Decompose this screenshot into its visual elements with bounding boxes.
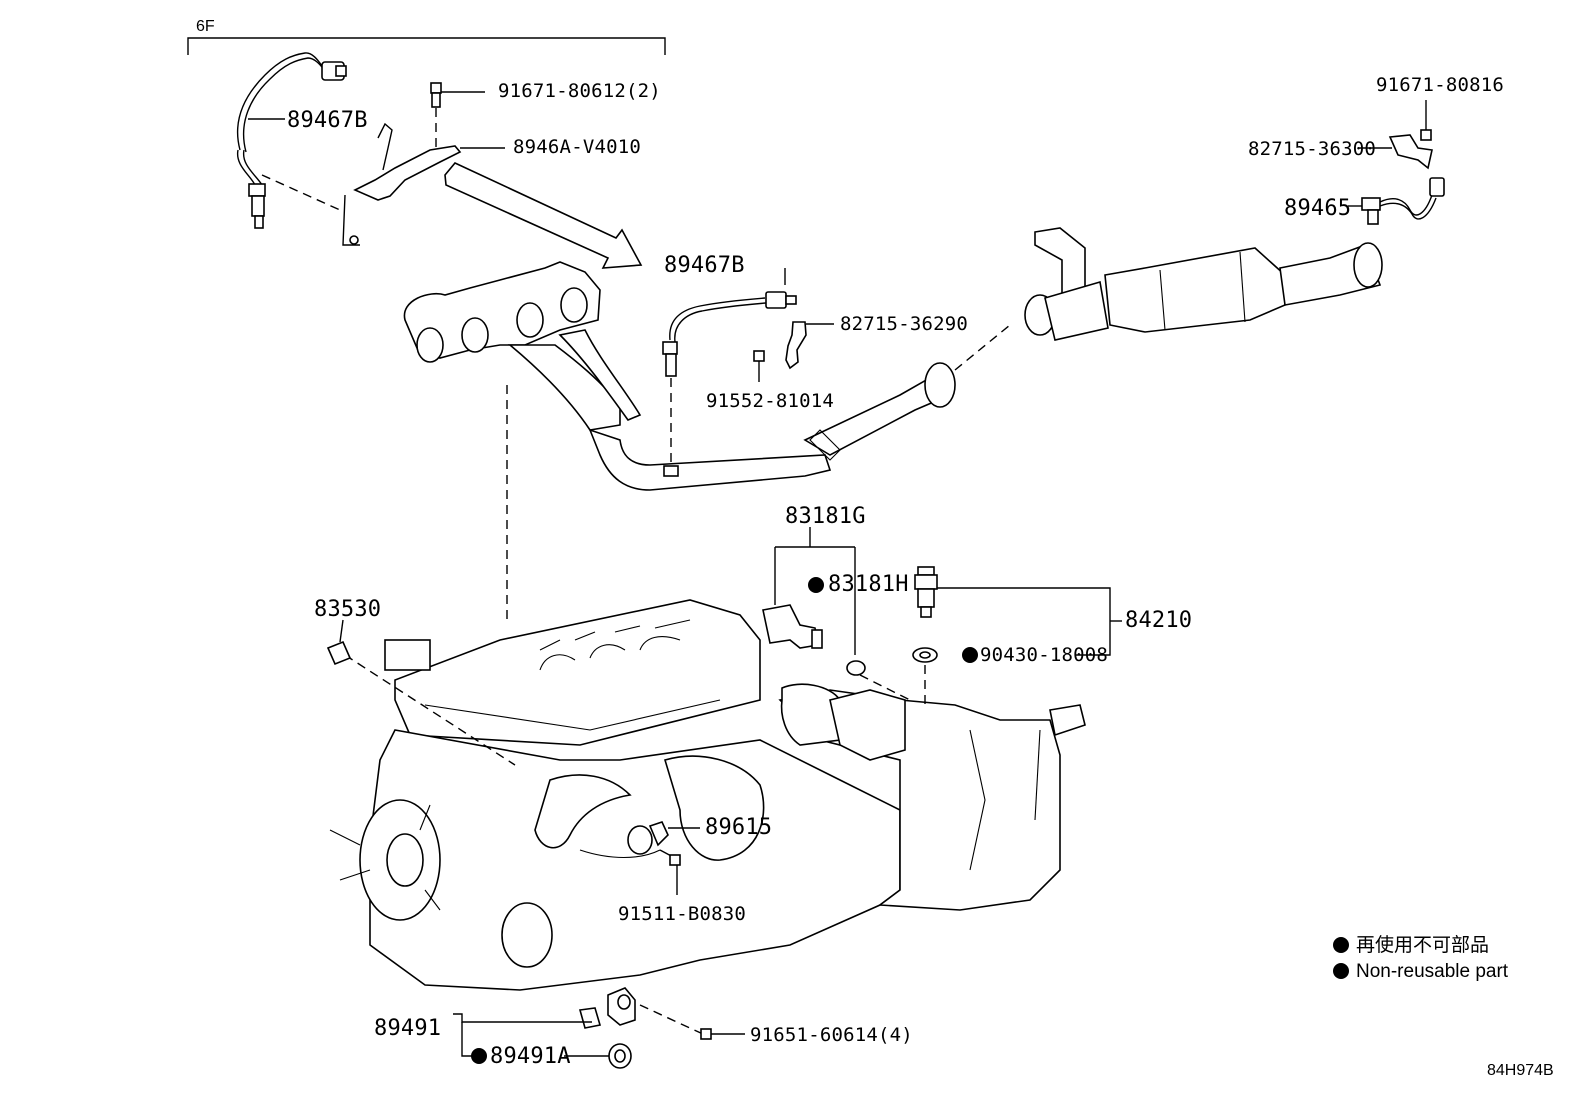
gasket-90430-18008-icon [962, 647, 978, 663]
bracket-82715-36290[interactable] [785, 321, 834, 370]
legend-dot-icon [1333, 963, 1349, 979]
label-90430-18008: 90430-18008 [980, 644, 1108, 666]
exhaust-manifold [403, 261, 956, 491]
label-89467B-upper: 89467B [287, 108, 368, 133]
label-82715-36300: 82715-36300 [1248, 138, 1376, 160]
knock-sensor-89615[interactable] [627, 821, 700, 855]
oxygen-sensor-89467B-upper[interactable] [236, 52, 347, 229]
crank-sensor-89491[interactable] [578, 987, 636, 1029]
label-84210: 84210 [1125, 608, 1192, 633]
label-83181G: 83181G [785, 504, 866, 529]
diagram-code: 84H974B [1487, 1062, 1554, 1079]
label-83181H: 83181H [828, 572, 909, 597]
label-91671-80612: 91671-80612(2) [498, 80, 661, 102]
legend-dot-icon [1333, 937, 1349, 953]
label-91511-B0830: 91511-B0830 [618, 903, 746, 925]
bracket-lines-89491 [453, 1013, 610, 1057]
gasket-90430-18008[interactable] [912, 647, 938, 663]
switch-84210[interactable] [914, 566, 1122, 656]
label-89615: 89615 [705, 815, 772, 840]
bolt-91671-80816[interactable] [1420, 100, 1432, 141]
oring-89491A-icon [471, 1048, 487, 1064]
oxygen-sensor-89467B-lower[interactable] [662, 268, 797, 477]
direction-arrow [444, 162, 643, 269]
bolt-91511-B0830[interactable] [659, 849, 681, 895]
catalytic-converter [1024, 227, 1383, 341]
label-91671-80816: 91671-80816 [1376, 74, 1504, 96]
bolt-91552-81014[interactable] [753, 350, 765, 382]
label-82715-36290: 82715-36290 [840, 313, 968, 335]
label-91651-60614: 91651-60614(4) [750, 1024, 913, 1046]
bracket-8946A-V4010[interactable] [342, 122, 505, 246]
section-bracket: 6F [187, 18, 666, 55]
legend-japanese: 再使用不可部品 [1356, 934, 1489, 956]
label-8946A-V4010: 8946A-V4010 [513, 136, 641, 158]
label-89467B-lower: 89467B [664, 253, 745, 278]
label-83530: 83530 [314, 597, 381, 622]
legend: 再使用不可部品 Non-reusable part [1333, 934, 1509, 982]
oxygen-sensor-89465[interactable] [1348, 177, 1445, 225]
label-89491A: 89491A [490, 1044, 571, 1069]
gasket-83181H-icon [808, 577, 824, 593]
section-label: 6F [196, 18, 215, 35]
label-91552-81014: 91552-81014 [706, 390, 834, 412]
bolt-91671-80612[interactable] [430, 82, 485, 150]
engine-assembly [329, 599, 1086, 991]
label-89465: 89465 [1284, 196, 1351, 221]
oring-89491A[interactable] [608, 1043, 632, 1069]
label-89491: 89491 [374, 1016, 441, 1041]
bracket-lines-83181G [774, 527, 856, 655]
legend-english: Non-reusable part [1356, 961, 1509, 982]
sensor-83181G[interactable] [762, 604, 823, 649]
bracket-82715-36300[interactable] [1358, 134, 1433, 170]
bolt-91651-60614[interactable] [700, 1028, 745, 1040]
gasket-83181H[interactable] [846, 660, 866, 676]
oil-pressure-switch-83530[interactable] [326, 619, 352, 666]
